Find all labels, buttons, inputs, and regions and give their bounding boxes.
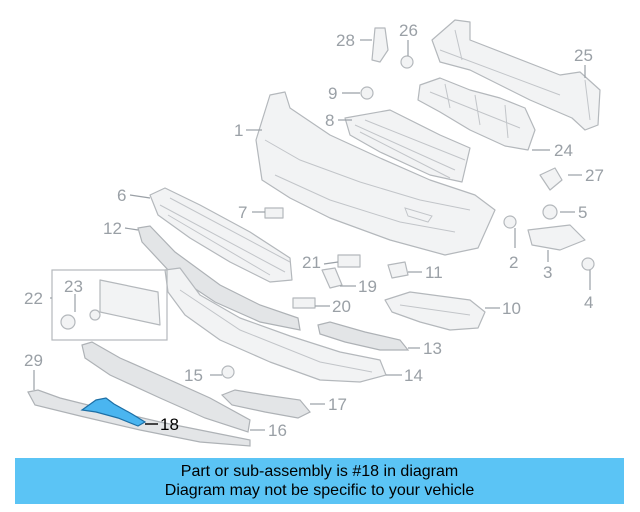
- callout-23: 23: [64, 277, 83, 296]
- callout-11: 11: [425, 263, 443, 282]
- part-license-bracket: [99, 279, 161, 326]
- callout-20: 20: [332, 297, 351, 316]
- part-upper-grille: [344, 109, 471, 183]
- callout-9: 9: [328, 84, 337, 103]
- parts-diagram: 1 2 3 4 5 6 7 8 9 10 11 12 13 14 15 16 1…: [24, 19, 604, 447]
- part-energy-absorber: [417, 77, 536, 151]
- part-lower-molding: [137, 225, 301, 331]
- part-2: [503, 215, 517, 229]
- part-26: [400, 55, 414, 69]
- callout-15: 15: [184, 366, 203, 385]
- callout-8: 8: [325, 111, 334, 130]
- callout-19: 19: [358, 277, 377, 296]
- part-fog-bezel: [384, 291, 486, 331]
- part-reinforcement-bar: [431, 19, 601, 131]
- part-11: [387, 261, 409, 279]
- banner-line-disclaimer: Diagram may not be specific to your vehi…: [164, 482, 475, 499]
- callout-21: 21: [302, 253, 321, 272]
- part-27: [539, 167, 563, 191]
- part-4: [581, 257, 595, 271]
- info-banner: Part or sub-assembly is #18 in diagram D…: [15, 458, 624, 504]
- callout-18[interactable]: 18: [160, 415, 179, 434]
- callout-12: 12: [103, 219, 122, 238]
- part-20: [292, 297, 316, 309]
- part-15: [221, 365, 235, 379]
- banner-line-part: Part or sub-assembly is #18 in diagram: [180, 463, 459, 480]
- leader-lines: [33, 39, 591, 431]
- callout-5: 5: [578, 203, 587, 222]
- part-28: [371, 27, 389, 63]
- callout-1: 1: [234, 121, 243, 140]
- part-7: [264, 207, 284, 219]
- callout-28: 28: [336, 31, 355, 50]
- part-lower-strip: [81, 341, 251, 433]
- part-5: [542, 204, 558, 220]
- part-clip-23: [60, 314, 76, 330]
- callout-17: 17: [328, 395, 347, 414]
- callout-16: 16: [268, 421, 287, 440]
- callout-4: 4: [584, 293, 593, 312]
- callout-22: 22: [24, 289, 43, 308]
- part-lower-grille: [149, 187, 293, 283]
- callout-6: 6: [117, 186, 126, 205]
- callout-10: 10: [502, 299, 521, 318]
- callout-3: 3: [543, 263, 552, 282]
- part-3: [527, 224, 586, 251]
- part-strip-13: [317, 321, 410, 351]
- part-strip-17: [220, 389, 311, 419]
- callout-26: 26: [399, 21, 418, 40]
- callout-7: 7: [238, 203, 247, 222]
- part-bumper-cover: [255, 91, 496, 256]
- callout-29: 29: [24, 351, 43, 370]
- callout-2: 2: [509, 253, 518, 272]
- bracket-group-box: [51, 269, 168, 341]
- part-18-highlighted[interactable]: [80, 397, 147, 427]
- callout-13: 13: [423, 339, 442, 358]
- callout-14: 14: [404, 366, 423, 385]
- callout-25: 25: [574, 46, 593, 65]
- part-clip-23b: [89, 309, 101, 321]
- callout-24: 24: [554, 141, 573, 160]
- part-9: [360, 86, 374, 100]
- part-21: [337, 254, 361, 268]
- callout-27: 27: [585, 166, 604, 185]
- part-19: [321, 267, 343, 289]
